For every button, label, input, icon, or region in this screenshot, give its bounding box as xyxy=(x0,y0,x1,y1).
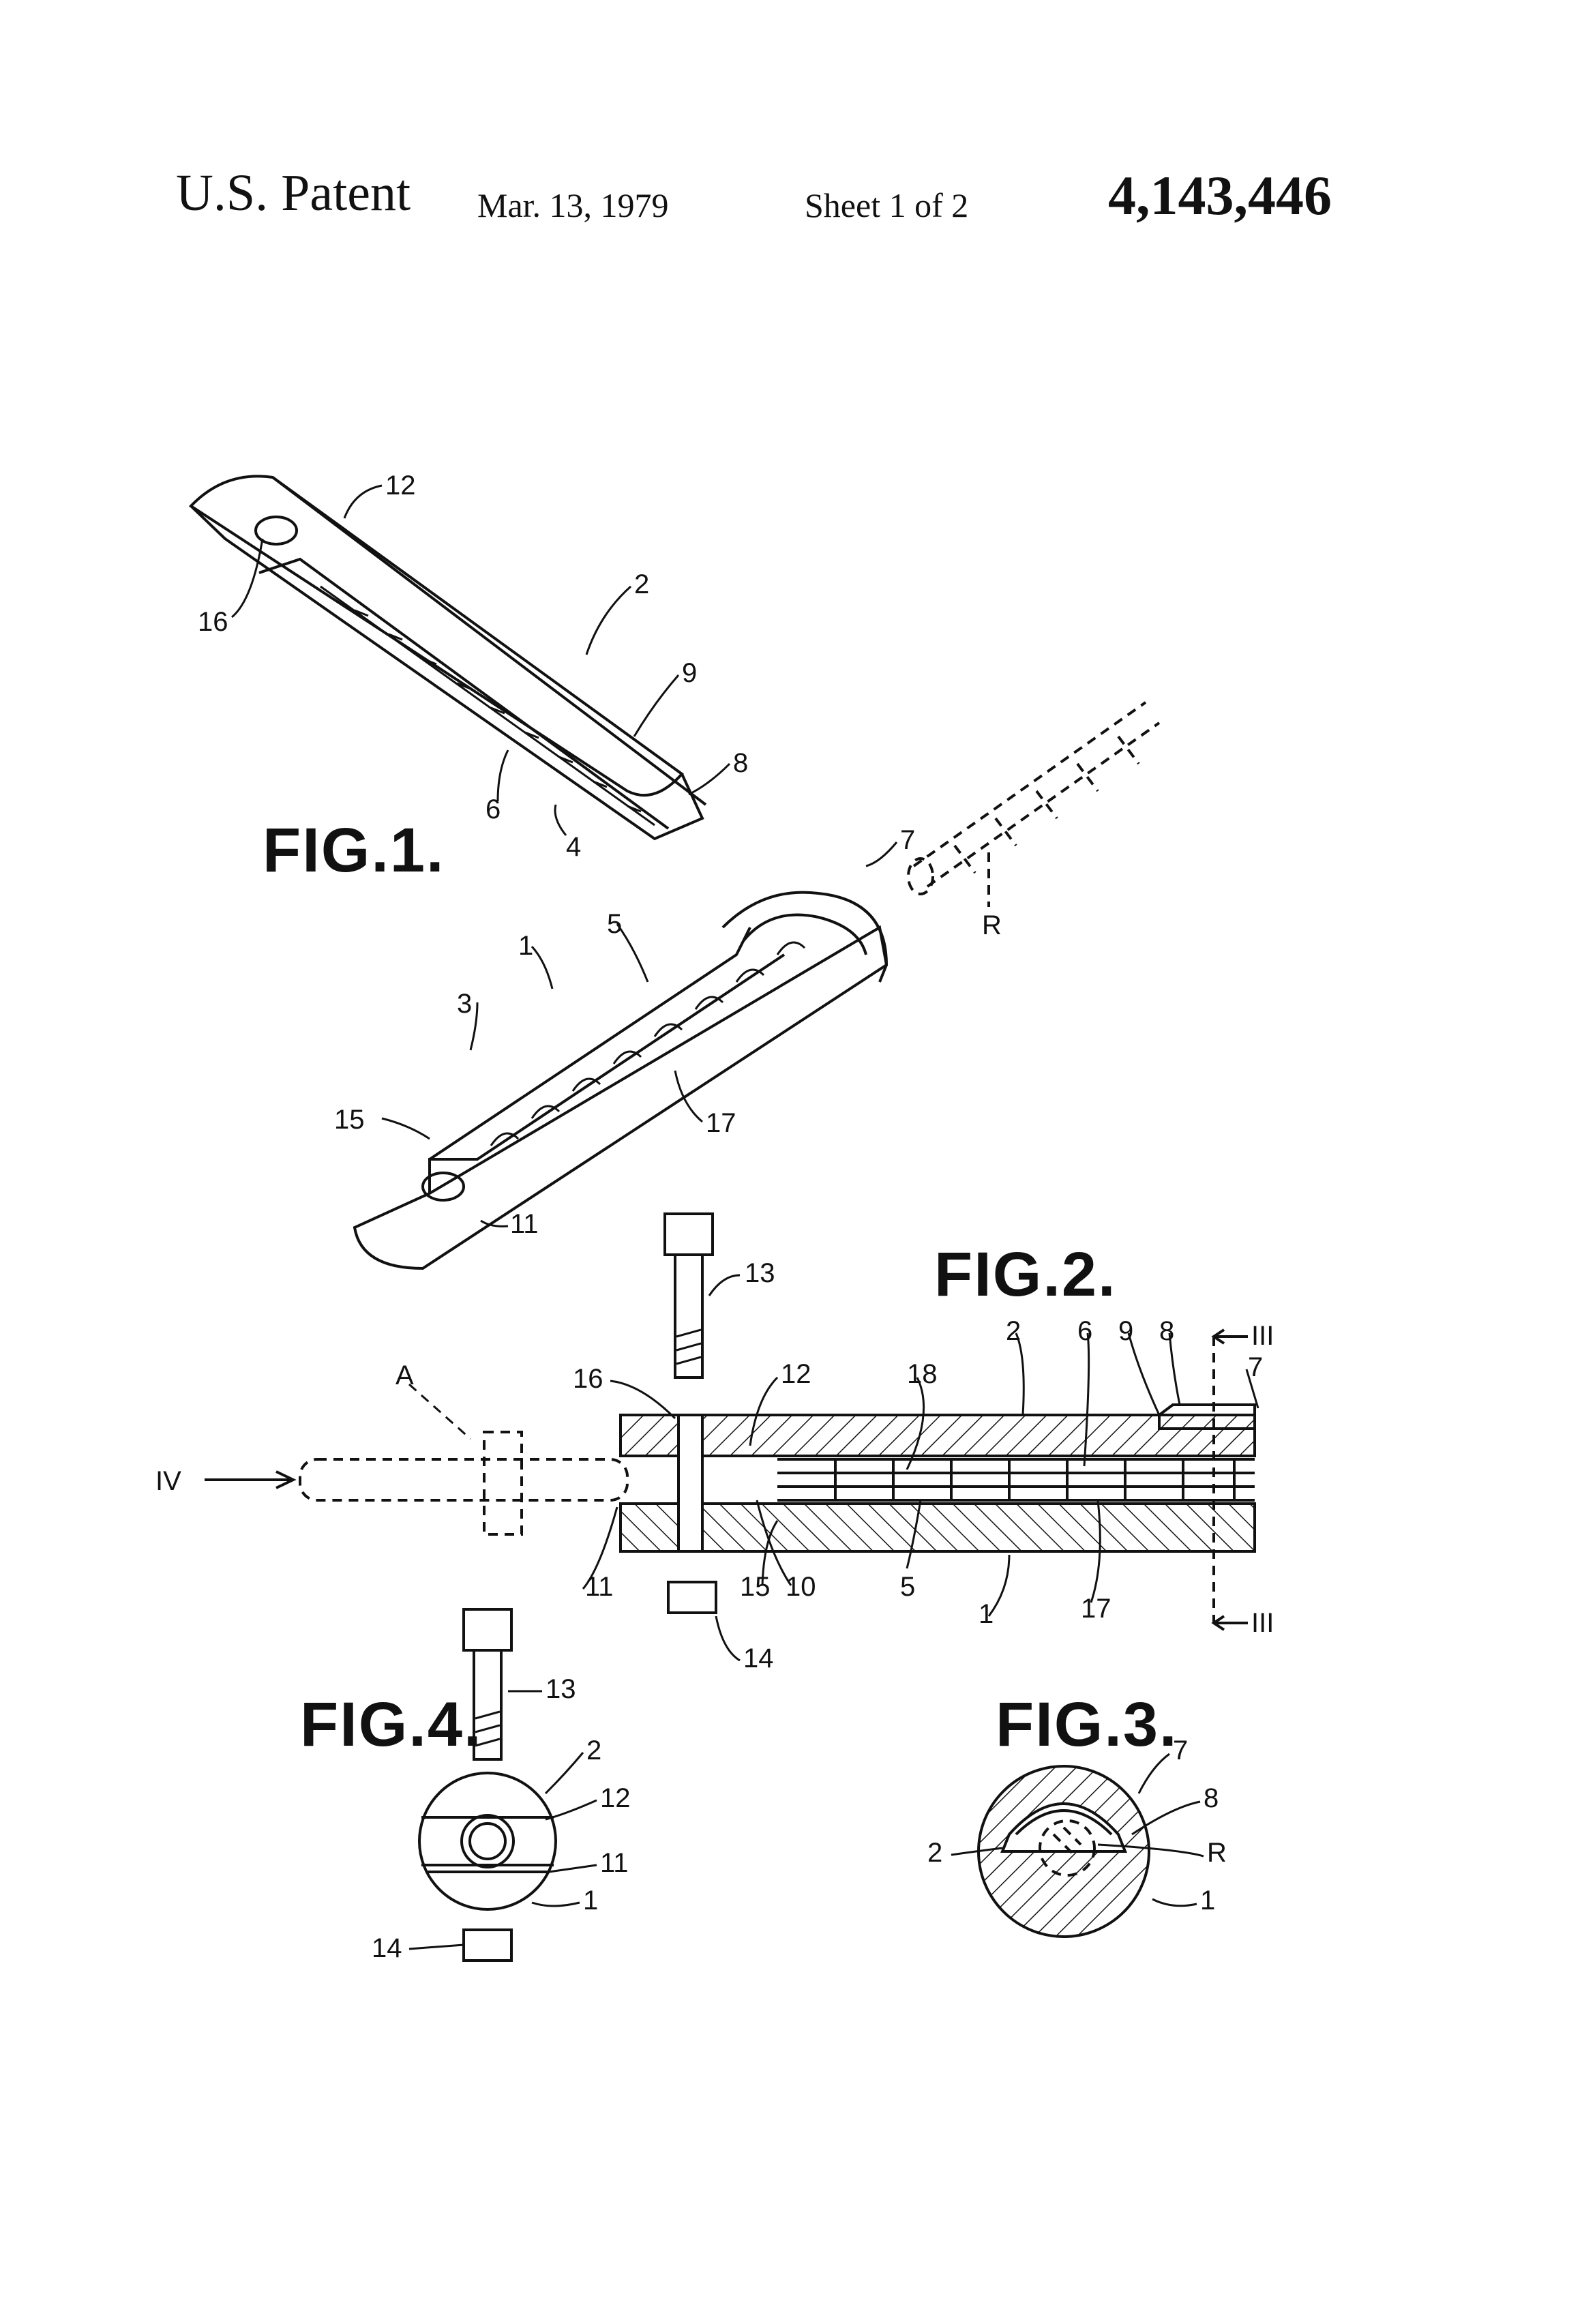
fig1-ref-5: 5 xyxy=(607,909,622,939)
fig1-ref-15: 15 xyxy=(334,1105,365,1135)
fig2-ref-17: 17 xyxy=(1081,1594,1111,1624)
fig1-label: FIG.1. xyxy=(263,816,445,885)
fig2-thread-row xyxy=(777,1458,1255,1502)
fig3-ref-8: 8 xyxy=(1204,1783,1219,1813)
fig4-label: FIG.4. xyxy=(300,1690,483,1759)
fig1-ref-1: 1 xyxy=(518,931,533,961)
fig2-ref-A: A xyxy=(395,1360,414,1390)
fig2-nut-14 xyxy=(667,1581,717,1614)
fig1-drawing xyxy=(188,475,1161,1270)
fig1-ref-R: R xyxy=(982,910,1002,940)
fig2-drawing xyxy=(205,1212,1256,1631)
hole-15 xyxy=(421,1172,465,1202)
hole-16 xyxy=(254,516,298,546)
fig3-ref-R: R xyxy=(1207,1838,1227,1868)
fig2-jaw-2 xyxy=(619,1414,1256,1457)
header-sheet: Sheet 1 of 2 xyxy=(805,186,969,224)
fig1-lower-jaw xyxy=(353,891,889,1270)
fig4-ref-11: 11 xyxy=(600,1848,629,1878)
fig1-leaders xyxy=(231,484,898,1227)
fig3-label: FIG.3. xyxy=(996,1690,1178,1759)
fig4-drawing xyxy=(418,1608,557,1962)
fig1-ref-2: 2 xyxy=(634,569,649,599)
fig2-anchor-A xyxy=(299,1383,629,1536)
fig2-bolt-13 xyxy=(663,1212,714,1379)
fig1-rope xyxy=(907,701,1161,907)
fig4-leaders xyxy=(408,1690,597,1950)
header-date: Mar. 13, 1979 xyxy=(477,186,669,224)
fig3-leaders xyxy=(951,1753,1204,1907)
fig1-ref-11: 11 xyxy=(510,1209,539,1239)
fig2-ref-10: 10 xyxy=(786,1572,816,1602)
fig1-upper-jaw xyxy=(188,475,707,841)
fig3-ref-7: 7 xyxy=(1173,1735,1188,1766)
fig4-ref-1: 1 xyxy=(583,1886,598,1916)
fig2-ref-III-bottom: III xyxy=(1251,1608,1274,1638)
fig4-ref-13: 13 xyxy=(546,1674,576,1704)
fig3-drawing xyxy=(977,1765,1150,1938)
fig3-rope xyxy=(1039,1819,1096,1877)
fig1-ref-16: 16 xyxy=(198,607,228,637)
fig4-ref-14: 14 xyxy=(372,1933,402,1963)
fig4-nut-14 xyxy=(462,1928,513,1962)
fig2-jaw-1 xyxy=(619,1502,1256,1553)
fig1-ref-6: 6 xyxy=(486,794,501,824)
fig2-ref-15: 15 xyxy=(740,1572,771,1602)
fig3-ref-1: 1 xyxy=(1200,1886,1215,1916)
fig2-ref-8: 8 xyxy=(1159,1316,1174,1346)
fig1-ref-8: 8 xyxy=(733,748,748,778)
fig2-ref-1: 1 xyxy=(979,1599,994,1629)
fig1-ref-7: 7 xyxy=(900,825,915,855)
fig3-ref-2: 2 xyxy=(927,1838,942,1868)
fig1-upper-thread xyxy=(354,609,642,813)
fig2-ref-11: 11 xyxy=(585,1572,614,1602)
fig4-ref-12: 12 xyxy=(600,1783,631,1813)
fig2-ref-18: 18 xyxy=(907,1359,938,1389)
fig2-label: FIG.2. xyxy=(934,1240,1117,1309)
fig2-ref-IV: IV xyxy=(155,1466,181,1496)
fig1-ref-17: 17 xyxy=(706,1108,736,1138)
fig2-leaders xyxy=(582,1274,1259,1662)
fig2-ref-12: 12 xyxy=(781,1359,811,1389)
fig1-lower-thread xyxy=(490,941,806,1146)
fig2-ref-III-top: III xyxy=(1251,1321,1274,1351)
fig4-ref-2: 2 xyxy=(586,1735,601,1766)
fig2-ref-13: 13 xyxy=(745,1258,775,1288)
fig2-ref-16: 16 xyxy=(573,1364,603,1394)
fig2-ref-14: 14 xyxy=(743,1643,774,1673)
fig1-ref-4: 4 xyxy=(566,832,581,862)
fig2-ref-5: 5 xyxy=(900,1572,915,1602)
fig2-ref-6: 6 xyxy=(1077,1316,1092,1346)
fig1-ref-3: 3 xyxy=(457,989,472,1019)
header-title: U.S. Patent xyxy=(176,164,411,222)
fig2-ref-7: 7 xyxy=(1248,1352,1263,1382)
fig1-ref-12: 12 xyxy=(385,471,416,501)
fig1-ref-9: 9 xyxy=(682,658,697,688)
patent-number: 4,143,446 xyxy=(1108,164,1332,226)
fig4-clamp-section xyxy=(418,1772,557,1911)
